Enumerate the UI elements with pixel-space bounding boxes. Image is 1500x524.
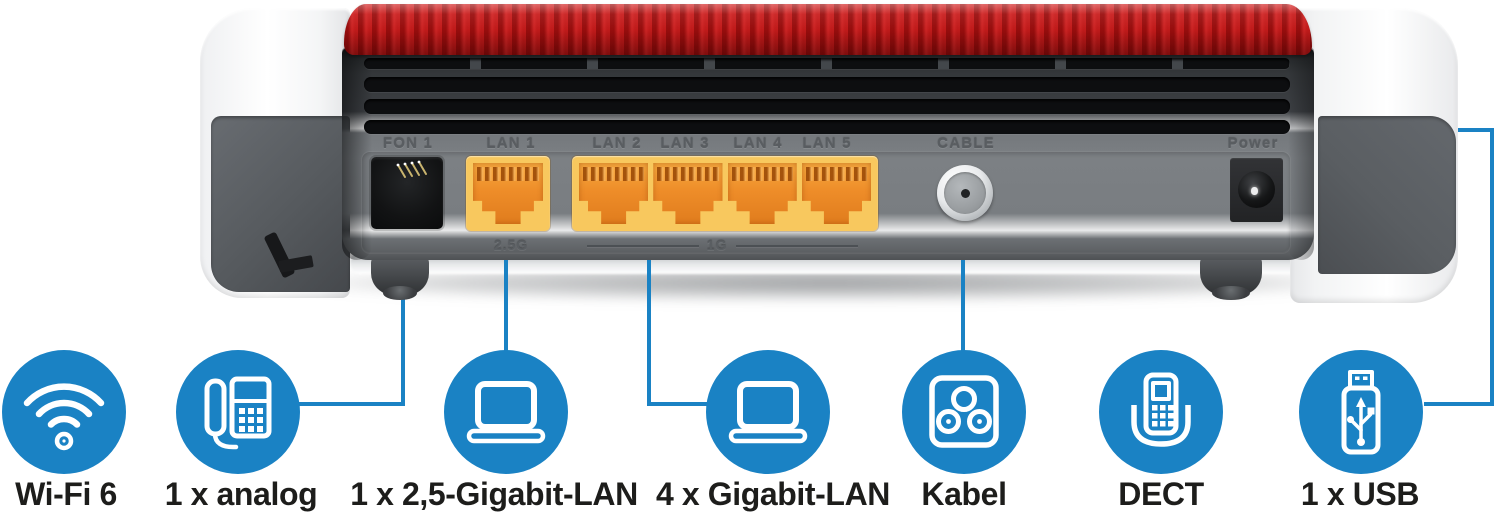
fon1-rj11-port [371, 157, 443, 229]
lan5-port-cell [801, 163, 871, 224]
red-top-band [344, 4, 1312, 55]
port-label-lan2: LAN 2 [592, 135, 642, 152]
power-pin-highlight [1251, 187, 1258, 195]
1g-bracket-left [587, 245, 699, 247]
1g-bracket-right [736, 245, 858, 247]
connector-usb-horizontal [1424, 402, 1494, 406]
right-foot [1200, 255, 1262, 300]
coax-center-pin [961, 189, 970, 198]
connector-usb-vertical [1490, 128, 1494, 406]
vent-slot-row-2 [364, 77, 1290, 92]
legend-label-analog: 1 x analog [164, 476, 318, 512]
port-label-lan4: LAN 4 [733, 135, 783, 152]
connector-lan25-vertical [504, 254, 508, 364]
left-foot [371, 255, 429, 300]
laptop-icon [706, 350, 830, 474]
cable-coax-connector [937, 165, 993, 221]
lan2-5-port-group [572, 156, 878, 231]
connector-analog-horizontal [296, 402, 405, 406]
right-cap-inset-panel [1318, 116, 1456, 274]
port-label-lan3: LAN 3 [660, 135, 710, 152]
vent-slot-row-4 [364, 120, 1290, 134]
power-jack [1230, 158, 1283, 222]
wifi-icon [2, 350, 126, 474]
usb-stick-icon [1299, 350, 1423, 474]
port-label-power: Power [1227, 135, 1279, 152]
port-label-fon1: FON 1 [382, 135, 434, 152]
coax-wall-socket-icon [902, 350, 1026, 474]
legend-label-lan25: 1 x 2,5-Gigabit-LAN [350, 476, 638, 512]
lan3-port-cell [653, 163, 723, 224]
legend-label-lan4: 4 x Gigabit-LAN [655, 476, 891, 512]
lan2-port-cell [579, 163, 649, 224]
port-label-lan5: LAN 5 [802, 135, 852, 152]
port-label-cable: CABLE [937, 135, 995, 152]
desk-phone-icon [176, 350, 300, 474]
speed-badge-2-5g: 2.5G [493, 237, 529, 253]
legend-label-kabel: Kabel [921, 476, 1007, 512]
lan1-port-cell [473, 163, 543, 224]
legend-label-dect: DECT [1118, 476, 1204, 512]
port-label-lan1: LAN 1 [486, 135, 536, 152]
dect-handset-icon [1099, 350, 1223, 474]
legend-label-usb: 1 x USB [1300, 476, 1420, 512]
power-barrel-socket [1238, 171, 1275, 208]
connector-kabel-vertical [961, 254, 965, 364]
vent-slot-row-3 [364, 99, 1290, 114]
connector-lan4x-horizontal [647, 402, 712, 406]
connector-lan4x-vertical [647, 254, 651, 406]
speed-badge-1g: 1G [706, 237, 728, 253]
lan1-port [466, 156, 550, 231]
right-side-cap [1290, 8, 1458, 303]
left-cap-inset-panel [211, 116, 350, 292]
left-side-cap [200, 8, 350, 298]
connector-usb-top [1452, 128, 1494, 132]
coax-inner-disc [944, 172, 986, 214]
connector-analog-vertical [401, 292, 405, 406]
vent-slot-row-1 [364, 58, 1290, 69]
rj11-pins [396, 160, 427, 178]
laptop-icon [444, 350, 568, 474]
lan4-port-cell [727, 163, 797, 224]
legend-label-wifi: Wi-Fi 6 [15, 476, 117, 512]
